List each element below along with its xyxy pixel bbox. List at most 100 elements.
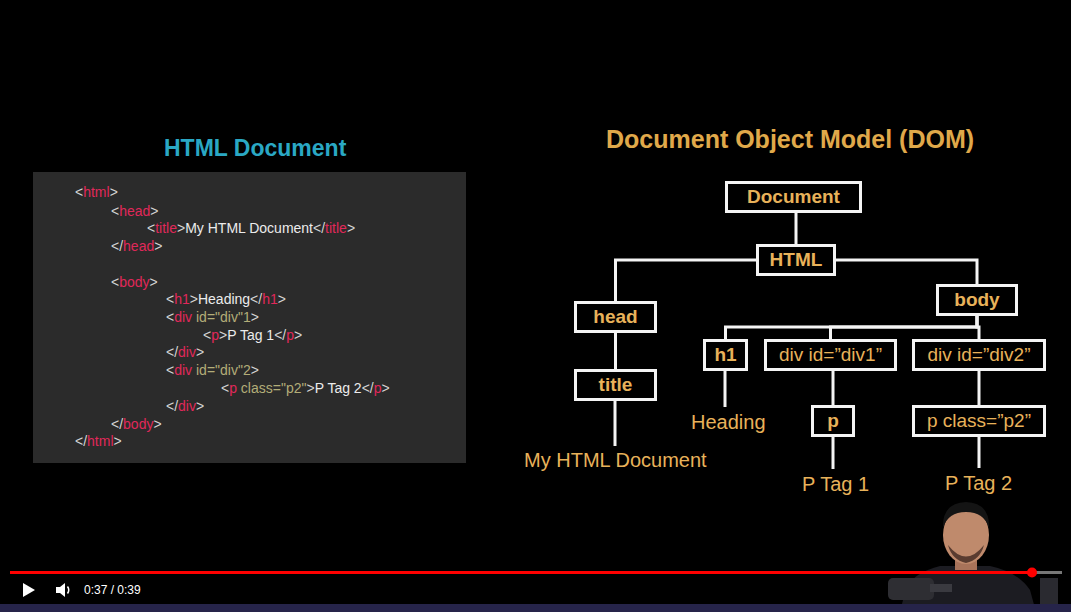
leader-line (832, 437, 835, 469)
code-token: </ (111, 238, 123, 254)
code-token: < (203, 327, 211, 343)
code-token: head (123, 238, 154, 254)
code-token: > (196, 398, 204, 414)
code-line: </body> (111, 415, 162, 433)
code-token: class="p2" (237, 380, 306, 396)
code-line: </div> (166, 397, 204, 415)
progress-bar (10, 571, 1032, 574)
code-line: <p>P Tag 1</p> (203, 326, 302, 344)
code-token: id="div"1 (192, 309, 251, 325)
code-line: <div id="div"2> (166, 361, 259, 379)
code-token: head (119, 203, 150, 219)
code-token: < (221, 380, 229, 396)
code-token: > (251, 362, 259, 378)
code-token: p (374, 380, 382, 396)
code-token: html (87, 433, 113, 449)
code-line: <p class="p2">P Tag 2</p> (221, 379, 390, 397)
dom-text-node: P Tag 1 (800, 472, 871, 496)
code-token: </ (313, 220, 325, 236)
tree-connector (977, 316, 979, 339)
dom-node-box: HTML (756, 244, 836, 276)
code-line: </html> (75, 432, 122, 450)
code-token: h1 (174, 291, 190, 307)
code-line: </head> (111, 237, 162, 255)
code-token: body (123, 416, 153, 432)
node-label: title (599, 373, 633, 397)
tree-connector (795, 213, 798, 244)
code-token: > (219, 327, 227, 343)
tree-connector (616, 260, 757, 301)
code-token: html (83, 184, 109, 200)
dom-node-box: body (936, 284, 1018, 316)
node-label: div id=”div2” (928, 343, 1031, 367)
code-token: p (286, 327, 294, 343)
presenter-figure (888, 502, 1058, 612)
time-display: 0:37 / 0:39 (82, 583, 143, 597)
code-token: < (111, 203, 119, 219)
code-token: </ (111, 416, 123, 432)
code-token: h1 (262, 291, 278, 307)
code-token: > (150, 274, 158, 290)
code-line: <body> (111, 273, 158, 291)
node-label: HTML (770, 248, 823, 272)
leader-line (978, 437, 981, 468)
code-panel: HTML Document<html><head><title>My HTML … (33, 172, 466, 463)
dom-node-box: p class=”p2” (912, 405, 1046, 437)
node-label: h1 (714, 343, 736, 367)
tree-connector (614, 333, 617, 369)
dom-node-box: title (574, 369, 657, 401)
code-token: < (111, 274, 119, 290)
node-label: div id=”div1” (779, 343, 882, 367)
code-line: <div id="div"1> (166, 308, 259, 326)
code-token: < (166, 362, 174, 378)
tree-connector (836, 260, 977, 284)
code-token: > (110, 184, 118, 200)
node-label: p (827, 409, 839, 433)
tree-connector (832, 371, 835, 405)
code-line: <title>My HTML Document</title> (147, 219, 355, 237)
diagram-title: Document Object Model (DOM) (606, 124, 974, 154)
volume-icon (56, 583, 65, 597)
code-token: > (278, 291, 286, 307)
code-token: > (294, 327, 302, 343)
tree-connector (831, 316, 978, 339)
code-token: P Tag 1 (227, 327, 274, 343)
leader-line (724, 371, 727, 407)
code-line: </div> (166, 343, 204, 361)
code-token: > (196, 344, 204, 360)
dom-text-node: P Tag 2 (943, 471, 1014, 495)
code-token: < (147, 220, 155, 236)
dom-text-node: My HTML Document (522, 448, 709, 472)
leader-line (614, 401, 617, 446)
node-label: body (954, 288, 999, 312)
code-token: > (382, 380, 390, 396)
dom-node-box: div id=”div2” (912, 339, 1046, 371)
code-token: < (75, 184, 83, 200)
code-line: <html> (75, 183, 118, 201)
code-token: div (178, 344, 196, 360)
bottom-band (0, 604, 1071, 612)
code-token: body (119, 274, 149, 290)
code-token: > (190, 291, 198, 307)
code-token: > (154, 238, 162, 254)
node-label: p class=”p2” (927, 409, 1031, 433)
code-token: id="div"2 (192, 362, 251, 378)
code-token: < (166, 291, 174, 307)
code-token: > (150, 203, 158, 219)
code-token: p (211, 327, 219, 343)
code-line: <head> (111, 202, 159, 220)
code-token: </ (362, 380, 374, 396)
code-token: > (153, 416, 161, 432)
code-token: > (347, 220, 355, 236)
microphone-arm (930, 584, 952, 592)
dom-text-node: Heading (689, 410, 768, 434)
dom-node-box: h1 (703, 339, 748, 371)
progress-knob (1027, 568, 1037, 578)
code-token: div (178, 398, 196, 414)
panel-heading: HTML Document (164, 134, 346, 162)
code-token: < (166, 309, 174, 325)
code-token: </ (166, 398, 178, 414)
code-token: </ (250, 291, 262, 307)
code-token: p (229, 380, 237, 396)
